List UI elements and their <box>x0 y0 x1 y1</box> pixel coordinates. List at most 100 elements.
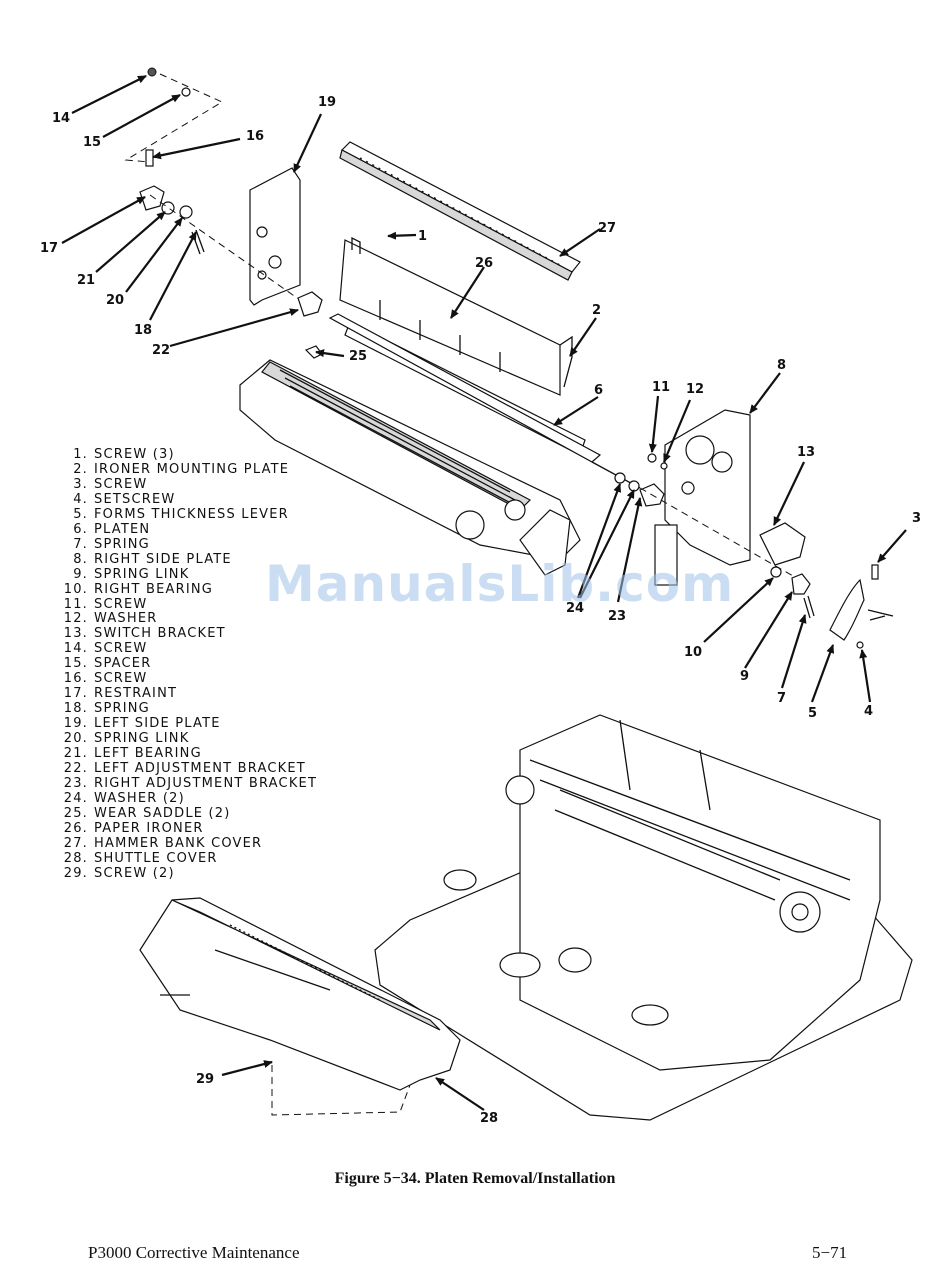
parts-list-item: 23. RIGHT ADJUSTMENT BRACKET <box>58 775 318 792</box>
callout-13: 13 <box>797 445 815 460</box>
callout-5: 5 <box>808 706 817 721</box>
parts-list-item: 19.LEFT SIDE PLATE <box>58 716 317 732</box>
parts-list-name: SWITCH BRACKET <box>94 626 226 642</box>
parts-list-name: SCREW <box>94 641 148 657</box>
parts-list-item: 25. WEAR SADDLE (2) <box>58 805 317 822</box>
callout-3: 3 <box>912 511 921 526</box>
parts-list-number: 11. <box>63 596 88 612</box>
parts-list-name: HAMMER BANK COVER <box>94 835 263 851</box>
parts-list-item: 11. SCREW <box>58 596 317 613</box>
callout-leaders <box>61 75 907 1111</box>
parts-list-name: LEFT ADJUSTMENT BRACKET <box>94 761 306 777</box>
parts-list-name: LEFT BEARING <box>94 746 202 762</box>
parts-list-item: 22.LEFT ADJUSTMENT BRACKET <box>58 761 317 777</box>
callout-6: 6 <box>594 383 603 398</box>
shuttle-cover-drawing <box>139 897 461 1116</box>
parts-list-name: WASHER <box>94 611 158 627</box>
callout-29: 29 <box>196 1072 214 1087</box>
parts-list-item: 28.SHUTTLE COVER <box>58 850 317 867</box>
parts-list-name: SCREW <box>94 596 148 612</box>
parts-list-item: 21. LEFT BEARING <box>58 746 317 762</box>
parts-list-number: 2. <box>73 461 88 477</box>
parts-list-name: SHUTTLE COVER <box>94 850 218 866</box>
parts-list-name: RIGHT BEARING <box>94 581 214 597</box>
parts-list-number: 10. <box>63 581 88 597</box>
callout-19: 19 <box>318 95 336 110</box>
parts-list-item: 13. SWITCH BRACKET <box>58 626 317 642</box>
parts-list-number: 1. <box>73 447 88 462</box>
left-side-plate-drawing <box>249 167 301 306</box>
callout-23: 23 <box>608 609 626 624</box>
parts-list-number: 5. <box>73 506 88 522</box>
parts-list-item: 5. FORMS THICKNESS LEVER <box>58 506 317 523</box>
parts-list-name: IRONER MOUNTING PLATE <box>94 461 290 477</box>
parts-list-item: 27. HAMMER BANK COVER <box>58 835 317 852</box>
callout-15: 15 <box>83 135 101 150</box>
callout-18: 18 <box>134 323 152 338</box>
parts-list-name: SCREW <box>94 671 148 687</box>
callout-27: 27 <box>598 221 616 236</box>
parts-list-number: 24. <box>63 790 88 806</box>
callout-12: 12 <box>686 382 704 397</box>
parts-list-number: 4. <box>73 491 88 507</box>
parts-list-number: 14. <box>63 641 88 657</box>
parts-list-name: SCREW (2) <box>94 865 175 881</box>
parts-list-name: WEAR SADDLE (2) <box>94 805 231 821</box>
parts-list-item: 10. RIGHT BEARING <box>58 581 317 598</box>
callout-26: 26 <box>475 256 493 271</box>
parts-list-item: 1.SCREW (3) <box>58 447 317 463</box>
parts-list-number: 17. <box>63 686 88 702</box>
parts-list-number: 26. <box>63 820 88 836</box>
parts-list-number: 15. <box>63 656 88 672</box>
parts-list-name: FORMS THICKNESS LEVER <box>94 506 289 522</box>
parts-list-number: 9. <box>73 566 88 582</box>
parts-list-number: 18. <box>63 701 88 717</box>
watermark-text: ManualsLib.com <box>265 555 735 613</box>
figure-caption: Figure 5−34. Platen Removal/Installation <box>334 1170 616 1187</box>
parts-list-number: 20. <box>63 731 88 747</box>
callout-2: 2 <box>592 303 601 318</box>
parts-list-item: 18. SPRING <box>58 701 317 717</box>
parts-list-item: 14. SCREW <box>58 641 317 657</box>
parts-list-number: 25. <box>63 805 88 821</box>
parts-list-item: 8.RIGHT SIDE PLATE <box>58 552 317 568</box>
parts-list-name: SCREW <box>94 476 148 492</box>
callout-25: 25 <box>349 349 367 364</box>
callout-20: 20 <box>106 293 124 308</box>
parts-list-number: 6. <box>73 521 88 537</box>
parts-list-name: PLATEN <box>94 521 151 537</box>
callout-4: 4 <box>864 704 873 719</box>
callout-22: 22 <box>152 343 170 358</box>
parts-list-number: 12. <box>63 611 88 627</box>
parts-list-number: 7. <box>73 536 88 552</box>
parts-list-item: 9.SPRING LINK <box>58 566 317 583</box>
hammer-bank-assembly-drawing <box>239 359 581 576</box>
parts-list-name: SPACER <box>94 656 152 672</box>
parts-list-number: 27. <box>63 835 88 851</box>
right-side-plate-drawing <box>614 409 894 649</box>
parts-list-item: 3. SCREW <box>58 476 317 493</box>
parts-list-name: RIGHT ADJUSTMENT BRACKET <box>94 775 318 791</box>
parts-list-number: 16. <box>63 671 88 687</box>
parts-list-item: 29.SCREW (2) <box>58 865 317 882</box>
parts-list-name: SPRING LINK <box>94 731 190 747</box>
parts-list: 1.SCREW (3)2. IRONER MOUNTING PLATE 3. SCRE… <box>58 447 318 882</box>
parts-list-number: 21. <box>63 746 88 762</box>
parts-list-item: 20. SPRING LINK <box>58 731 317 747</box>
parts-list-name: RESTRAINT <box>94 686 178 702</box>
callout-21: 21 <box>77 273 95 288</box>
parts-list-name: SETSCREW <box>94 491 176 507</box>
parts-list-item: 4. SETSCREW <box>58 491 317 508</box>
parts-list-item: 15. SPACER <box>58 656 317 672</box>
parts-list-item: 6. PLATEN <box>58 521 317 538</box>
callout-1: 1 <box>418 229 427 244</box>
parts-list-number: 23. <box>63 775 88 791</box>
callout-14: 14 <box>52 111 70 126</box>
parts-list-number: 13. <box>63 626 88 642</box>
parts-list-name: SPRING <box>94 701 150 717</box>
footer-manual-title: P3000 Corrective Maintenance <box>88 1243 300 1262</box>
printer-base-drawing <box>374 714 913 1121</box>
parts-list-number: 3. <box>73 476 88 492</box>
parts-list-name: LEFT SIDE PLATE <box>94 716 221 732</box>
